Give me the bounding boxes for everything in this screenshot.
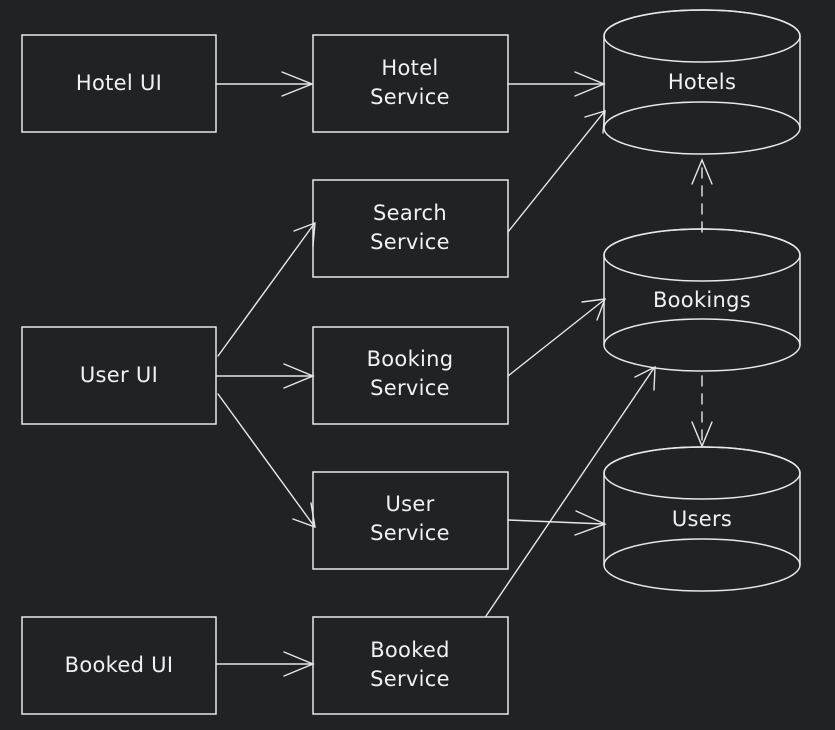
node-users-db-label: Users: [672, 507, 732, 531]
node-hotel-service[interactable]: Hotel Service: [312, 34, 509, 133]
node-booked-service-line2: Service: [370, 667, 450, 691]
node-bookings-db-label: Bookings: [653, 288, 751, 312]
node-hotel-service-line1: Hotel: [381, 56, 438, 80]
node-booked-ui-label: Booked UI: [65, 653, 174, 677]
node-search-service-line1: Search: [373, 201, 447, 225]
edge-booking-service-to-bookings: [507, 298, 607, 377]
edge-booked-service-to-bookings: [485, 365, 656, 617]
node-user-service[interactable]: User Service: [312, 471, 509, 570]
node-booked-ui[interactable]: Booked UI: [21, 616, 217, 715]
edges: [215, 71, 713, 677]
service-nodes: Hotel Service Search Service Booking Ser…: [312, 34, 509, 715]
node-user-ui[interactable]: User UI: [21, 326, 217, 425]
node-search-service[interactable]: Search Service: [312, 179, 509, 278]
node-user-service-line2: Service: [370, 521, 450, 545]
node-hotel-ui[interactable]: Hotel UI: [21, 34, 217, 133]
edge-user-ui-to-search-service: [217, 221, 316, 357]
edge-user-ui-to-user-service: [217, 393, 316, 529]
node-booking-service-line2: Service: [370, 376, 450, 400]
edge-user-service-to-users: [507, 510, 607, 536]
ui-nodes: Hotel UI User UI Booked UI: [21, 34, 217, 715]
node-hotels-db-label: Hotels: [668, 70, 736, 94]
node-booked-service-line1: Booked: [370, 638, 450, 662]
database-nodes: Hotels Bookings Users: [603, 9, 801, 592]
node-search-service-line2: Service: [370, 230, 450, 254]
node-user-ui-label: User UI: [80, 363, 158, 387]
edge-hotel-service-to-hotels: [507, 71, 606, 97]
edge-bookings-to-users-dashed: [691, 375, 713, 448]
node-users-db[interactable]: Users: [603, 446, 801, 592]
edge-bookings-to-hotels-dashed: [691, 158, 713, 233]
node-booking-service[interactable]: Booking Service: [312, 326, 509, 425]
edge-hotel-ui-to-hotel-service: [215, 71, 314, 97]
edge-search-service-to-hotels: [507, 110, 606, 233]
node-hotels-db[interactable]: Hotels: [603, 9, 801, 155]
node-hotel-ui-label: Hotel UI: [76, 71, 162, 95]
edge-booked-ui-to-booked-service: [215, 651, 315, 677]
node-bookings-db[interactable]: Bookings: [603, 228, 801, 372]
node-booked-service[interactable]: Booked Service: [312, 616, 509, 715]
node-hotel-service-line2: Service: [370, 85, 450, 109]
edge-user-ui-to-booking-service: [215, 363, 315, 389]
node-booking-service-line1: Booking: [367, 347, 454, 371]
node-user-service-line1: User: [385, 492, 434, 516]
